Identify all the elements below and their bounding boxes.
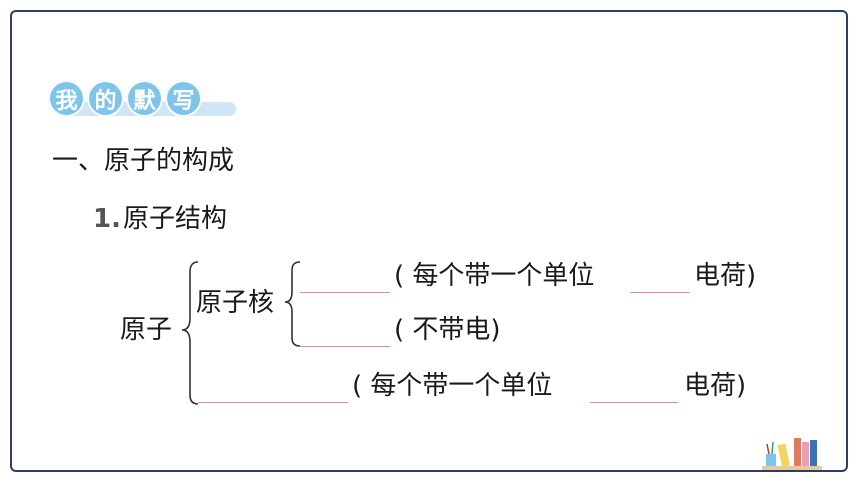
proton-note-suffix: 电荷) <box>694 261 757 291</box>
bookshelf-icon <box>762 438 822 470</box>
badge-char-2: 的 <box>87 80 124 117</box>
subsection-title: 原子结构 <box>122 204 227 234</box>
section-heading: 一、原子的构成 <box>52 146 235 176</box>
atom-label: 原子 <box>120 315 173 345</box>
neutron-note: ( 不带电) <box>394 315 501 345</box>
subsection-number: 1. <box>93 204 121 234</box>
subsection-heading: 1.原子结构 <box>93 203 227 235</box>
neutron-blank[interactable] <box>300 346 390 347</box>
electron-blank[interactable] <box>198 402 348 403</box>
badge-char-4: 写 <box>165 80 202 117</box>
nucleus-label: 原子核 <box>196 288 275 318</box>
proton-blank[interactable] <box>300 292 390 293</box>
proton-note-prefix: ( 每个带一个单位 <box>394 261 595 291</box>
root-brace <box>181 261 199 405</box>
electron-note-prefix: ( 每个带一个单位 <box>352 371 553 401</box>
electron-note-suffix: 电荷) <box>684 371 747 401</box>
page-frame <box>10 10 848 472</box>
proton-charge-blank[interactable] <box>630 292 690 293</box>
badge-char-1: 我 <box>48 80 85 117</box>
nucleus-brace <box>284 261 301 347</box>
electron-charge-blank[interactable] <box>590 402 678 403</box>
section-badge: 我 的 默 写 <box>48 80 238 122</box>
badge-char-3: 默 <box>126 80 163 117</box>
